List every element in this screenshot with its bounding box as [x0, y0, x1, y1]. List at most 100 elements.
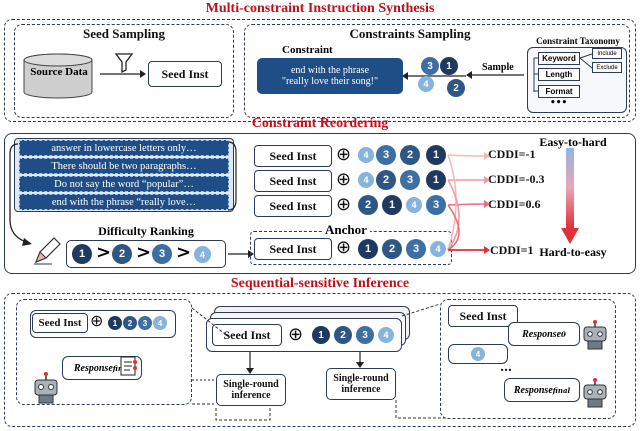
- cddi-anchor: CDDI=1: [490, 243, 534, 257]
- constraint-item-2: There should be two paragraphs…: [19, 158, 229, 174]
- list-to-ranking-arrow: [9, 143, 32, 246]
- right-response0-label: Response: [522, 328, 562, 340]
- taxonomy-keyword: Keyword: [538, 52, 580, 65]
- pencil-icon: [34, 237, 61, 265]
- center-circle-2: 2: [334, 326, 352, 344]
- sampled-circle-1: 1: [440, 57, 458, 75]
- sampled-circle-3: 3: [421, 57, 439, 75]
- constraint-item-1: answer in lowercase letters only…: [19, 140, 229, 156]
- left-circle-2: 2: [123, 316, 137, 330]
- sampled-circle-2: 2: [447, 79, 465, 97]
- seed-inst-row-1: Seed Inst: [254, 145, 332, 167]
- single-round-right-line1: Single-round: [333, 373, 389, 384]
- seed-inst-row-3: Seed Inst: [254, 195, 332, 217]
- sampled-circle-4: 4: [418, 76, 434, 92]
- taxonomy-exclude: Exclude: [592, 62, 622, 73]
- row3-circle-c: 4: [406, 197, 422, 213]
- taxonomy-include: Include: [592, 48, 622, 59]
- cddi-row-3: CDDI=0.6: [488, 197, 541, 211]
- hard-to-easy-label: Hard-to-easy: [539, 245, 607, 259]
- rank-circle-3: 3: [152, 244, 172, 264]
- difficulty-ranking-title: Difficulty Ranking: [98, 224, 194, 238]
- single-round-right: Single-round inference: [326, 368, 396, 400]
- row1-circle-c: 2: [400, 145, 420, 165]
- left-seed-inst: Seed Inst: [32, 313, 88, 333]
- row3-circle-b: 1: [382, 195, 402, 215]
- oplus-anchor: ⊕: [336, 237, 352, 258]
- taxonomy-length: Length: [538, 68, 580, 81]
- single-round-left-line1: Single-round: [223, 379, 279, 390]
- row2-circle-d: 1: [426, 170, 446, 190]
- robot-icon-right-top: [583, 320, 607, 350]
- taxonomy-ellipsis: •••: [550, 98, 568, 108]
- cddi-row-2: CDDI=-0.3: [488, 172, 545, 186]
- rank-circle-2: 2: [112, 244, 132, 264]
- row2-circle-c: 3: [400, 170, 420, 190]
- seed-sampling-title: Seed Sampling: [83, 26, 165, 41]
- reordering-title: Constraint Reordering: [251, 116, 389, 131]
- center-circle-1: 1: [312, 326, 330, 344]
- row2-circle-a: 4: [358, 172, 374, 188]
- anchor-circle-3: 3: [406, 239, 426, 259]
- rank-circle-4: 4: [194, 246, 211, 263]
- taxonomy-title: Constraint Taxonomy: [536, 36, 620, 46]
- funnel-arrow: [100, 53, 146, 78]
- database-icon: [23, 53, 93, 99]
- inference-left-panel: [16, 299, 192, 405]
- right-constraint-bubble: 4: [448, 344, 508, 364]
- left-circle-3: 3: [138, 316, 152, 330]
- inference-right-panel: [440, 299, 616, 419]
- constraints-sampling-panel: [244, 24, 630, 118]
- reordering-panel: [4, 133, 636, 274]
- rank-op-2: >: [136, 242, 152, 263]
- seed-sampling-panel: [14, 24, 234, 118]
- sample-label: Sample: [482, 62, 514, 73]
- single-round-left-line2: inference: [231, 390, 271, 401]
- robot-icon-right-bottom: [583, 378, 607, 408]
- row1-circle-a: 4: [358, 147, 374, 163]
- constraint-item-3: Do not say the word “popular”…: [19, 176, 229, 192]
- center-circle-3: 3: [356, 326, 374, 344]
- source-data-label: Source Data: [30, 66, 88, 78]
- anchor-circle-2: 2: [382, 239, 402, 259]
- constraint-item-4: end with the phrase “really love…: [19, 194, 229, 210]
- right-responsefinal-label: Response: [513, 384, 553, 396]
- synthesis-panel: [4, 19, 636, 122]
- taxonomy-format: Format: [538, 85, 580, 98]
- oplus-row-2: ⊕: [336, 169, 352, 190]
- anchor-label: Anchor: [322, 222, 370, 238]
- rank-op-1: >: [96, 242, 112, 263]
- inference-panel: [4, 293, 636, 427]
- sample-arrows: [402, 72, 466, 80]
- oplus-row-3: ⊕: [336, 194, 352, 215]
- constraint-example: end with the phrase "really love their s…: [257, 58, 403, 94]
- ranking-to-anchor-arrow: [228, 250, 254, 258]
- row1-circle-b: 3: [376, 145, 396, 165]
- constraint-label: Constraint: [282, 44, 333, 56]
- synthesis-title: Multi-constraint Instruction Synthesis: [205, 1, 435, 16]
- center-oplus: ⊕: [288, 324, 304, 345]
- left-circle-4: 4: [153, 316, 167, 330]
- left-oplus: ⊕: [90, 311, 104, 330]
- cddi-arcs: [447, 152, 490, 254]
- dashed-connectors: [191, 303, 446, 421]
- anchor-circle-4: 4: [430, 241, 446, 257]
- seed-inst-box: Seed Inst: [148, 61, 222, 87]
- gradient-arrow: [561, 148, 579, 244]
- center-circle-4: 4: [378, 327, 394, 343]
- document-icon: [120, 356, 137, 376]
- right-responsefinal-sub: final: [552, 385, 571, 395]
- rank-circle-1: 1: [72, 244, 92, 264]
- inference-title: Sequential-sensitive Inference: [230, 276, 410, 291]
- seed-inst-anchor: Seed Inst: [254, 238, 332, 260]
- left-circle-1: 1: [108, 316, 122, 330]
- center-arrows: [192, 352, 364, 381]
- right-seed-inst: Seed Inst: [448, 305, 518, 327]
- right-response0-sub: 0: [561, 329, 566, 339]
- row3-circle-d: 3: [426, 195, 446, 215]
- right-circle-4: 4: [471, 347, 485, 361]
- oplus-row-1: ⊕: [336, 144, 352, 165]
- easy-to-hard-label: Easy-to-hard: [539, 135, 607, 149]
